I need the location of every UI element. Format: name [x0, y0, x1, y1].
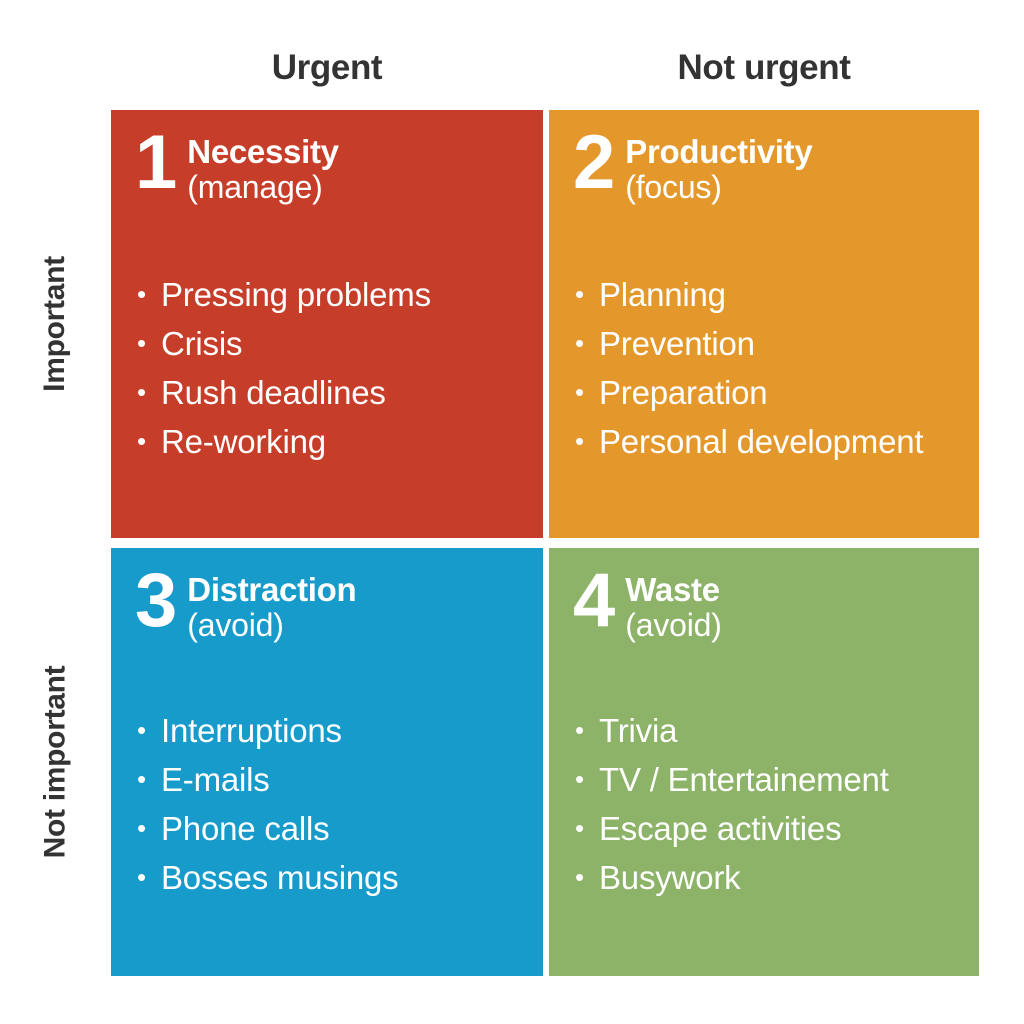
list-item-label: Preparation	[599, 374, 768, 411]
bullet-icon: •	[137, 426, 146, 456]
quadrant-subtitle: (manage)	[187, 168, 323, 205]
list-item-label: Trivia	[599, 712, 678, 749]
row-header-not-important-label: Not important	[38, 665, 71, 859]
list-item-label: Bosses musings	[161, 859, 399, 896]
list-item: • TV / Entertainement	[573, 755, 959, 804]
bullet-icon: •	[575, 377, 584, 407]
quadrant-item-list: • Planning • Prevention • Preparation • …	[573, 270, 959, 466]
quadrant-title-block: Distraction (avoid)	[187, 566, 356, 643]
quadrant-title-block: Productivity (focus)	[625, 128, 812, 205]
quadrant-item-list: • Trivia • TV / Entertainement • Escape …	[573, 706, 959, 902]
quadrant-header: 1 Necessity (manage)	[135, 120, 523, 224]
column-header-not-urgent: Not urgent	[677, 48, 851, 87]
quadrant-header: 3 Distraction (avoid)	[135, 558, 523, 662]
bullet-icon: •	[575, 862, 584, 892]
quadrant-title-block: Waste (avoid)	[625, 566, 722, 643]
list-item: • Re-working	[135, 417, 523, 466]
quadrant-item-list: • Interruptions • E-mails • Phone calls …	[135, 706, 523, 902]
list-item-label: Rush deadlines	[161, 374, 386, 411]
quadrant-necessity: 1 Necessity (manage) • Pressing problems…	[111, 110, 543, 538]
list-item: • Preparation	[573, 368, 959, 417]
bullet-icon: •	[137, 764, 146, 794]
list-item: • Prevention	[573, 319, 959, 368]
bullet-icon: •	[137, 862, 146, 892]
quadrant-header: 4 Waste (avoid)	[573, 558, 959, 662]
bullet-icon: •	[575, 426, 584, 456]
quadrant-productivity: 2 Productivity (focus) • Planning • Prev…	[549, 110, 979, 538]
quadrant-distraction: 3 Distraction (avoid) • Interruptions • …	[111, 548, 543, 976]
bullet-icon: •	[137, 279, 146, 309]
quadrant-subtitle: (avoid)	[187, 606, 284, 643]
list-item: • Planning	[573, 270, 959, 319]
list-item: • Rush deadlines	[135, 368, 523, 417]
quadrant-title: Distraction	[187, 571, 357, 608]
bullet-icon: •	[137, 377, 146, 407]
list-item-label: Prevention	[599, 325, 755, 362]
list-item-label: Personal development	[599, 423, 924, 460]
list-item: • Pressing problems	[135, 270, 523, 319]
row-header-important-label: Important	[38, 256, 72, 392]
bullet-icon: •	[575, 328, 584, 358]
list-item: • Personal development	[573, 417, 959, 466]
quadrant-header: 2 Productivity (focus)	[573, 120, 959, 224]
quadrant-subtitle: (focus)	[625, 168, 722, 205]
list-item-label: TV / Entertainement	[599, 761, 889, 798]
list-item: • E-mails	[135, 755, 523, 804]
list-item: • Busywork	[573, 853, 959, 902]
bullet-icon: •	[575, 715, 584, 745]
quadrant-number: 1	[135, 120, 177, 205]
list-item: • Trivia	[573, 706, 959, 755]
list-item-label: Escape activities	[599, 810, 842, 847]
list-item-label: Planning	[599, 276, 726, 313]
row-header-not-important: Not important	[0, 548, 110, 976]
quadrant-title: Necessity	[187, 133, 339, 170]
bullet-icon: •	[137, 715, 146, 745]
list-item: • Bosses musings	[135, 853, 523, 902]
list-item: • Interruptions	[135, 706, 523, 755]
list-item-label: Phone calls	[161, 810, 330, 847]
quadrant-number: 4	[573, 558, 615, 643]
bullet-icon: •	[137, 328, 146, 358]
column-header-urgent: Urgent	[271, 48, 383, 87]
quadrant-waste: 4 Waste (avoid) • Trivia • TV / Entertai…	[549, 548, 979, 976]
quadrant-item-list: • Pressing problems • Crisis • Rush dead…	[135, 270, 523, 466]
list-item-label: Crisis	[161, 325, 243, 362]
bullet-icon: •	[137, 813, 146, 843]
list-item-label: E-mails	[161, 761, 270, 798]
list-item: • Phone calls	[135, 804, 523, 853]
list-item: • Crisis	[135, 319, 523, 368]
quadrant-title: Waste	[625, 571, 720, 608]
list-item-label: Interruptions	[161, 712, 342, 749]
quadrant-title-block: Necessity (manage)	[187, 128, 339, 205]
quadrant-grid: 1 Necessity (manage) • Pressing problems…	[111, 110, 979, 976]
quadrant-number: 2	[573, 120, 615, 205]
row-header-important: Important	[0, 110, 110, 538]
quadrant-title: Productivity	[625, 133, 813, 170]
bullet-icon: •	[575, 813, 584, 843]
list-item-label: Pressing problems	[161, 276, 431, 313]
list-item-label: Busywork	[599, 859, 741, 896]
list-item-label: Re-working	[161, 423, 326, 460]
bullet-icon: •	[575, 764, 584, 794]
quadrant-subtitle: (avoid)	[625, 606, 722, 643]
list-item: • Escape activities	[573, 804, 959, 853]
bullet-icon: •	[575, 279, 584, 309]
quadrant-number: 3	[135, 558, 177, 643]
